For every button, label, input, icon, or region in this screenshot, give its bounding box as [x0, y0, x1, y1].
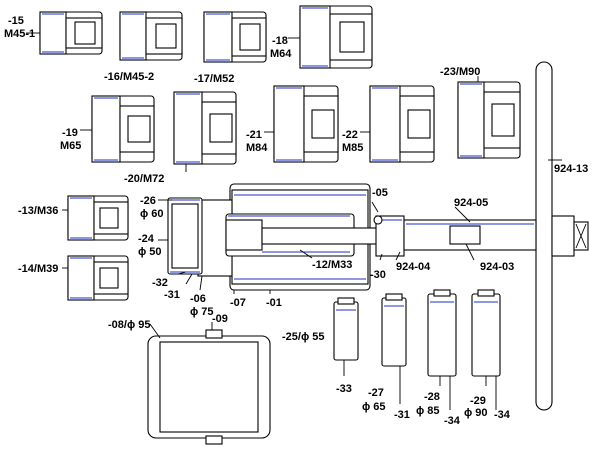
label-21-thread: M84: [246, 142, 268, 154]
label-29: -29: [470, 395, 486, 407]
label-24-diameter: ϕ 50: [138, 246, 162, 258]
label-17: -17/M52: [194, 73, 234, 85]
label-01: -01: [266, 297, 282, 309]
label-25: -25/ϕ 55: [282, 331, 325, 343]
label-33: -33: [336, 383, 352, 395]
label-15-thread: M45-1: [4, 28, 35, 40]
label-22: -22: [342, 129, 358, 141]
label-924-05: 924-05: [454, 197, 488, 209]
label-15: -15: [8, 15, 24, 27]
label-20: -20/M72: [124, 173, 164, 185]
label-28: -28: [424, 391, 440, 403]
part-17-adapter: [203, 11, 267, 63]
label-26-diameter: ϕ 60: [140, 208, 164, 220]
label-14: -14/M39: [18, 263, 58, 275]
part-19-adapter: [80, 95, 155, 163]
label-19-thread: M65: [60, 140, 81, 152]
label-13: -13/M36: [18, 205, 58, 217]
label-31-lower: -31: [394, 409, 410, 421]
part-23-adapter: [457, 76, 521, 159]
main-puller-assembly: [158, 183, 589, 294]
label-08: -08/ϕ 95: [108, 319, 151, 331]
label-27: -27: [368, 387, 384, 399]
part-28-sleeve: [427, 289, 457, 410]
label-28-diameter: ϕ 85: [416, 405, 440, 417]
label-924-04: 924-04: [396, 261, 431, 273]
part-21-adapter: [264, 85, 339, 163]
label-18-thread: M64: [270, 48, 292, 60]
part-16-adapter: [119, 11, 183, 61]
label-07: -07: [230, 297, 246, 309]
label-21: -21: [246, 129, 262, 141]
part-14-adapter: [62, 255, 129, 301]
label-32: -32: [152, 277, 168, 289]
part-22-adapter: [360, 85, 435, 163]
part-18-adapter: [288, 5, 373, 69]
part-27-sleeve: [381, 293, 407, 404]
part-15-adapter: [26, 11, 103, 55]
part-08-plate: [147, 322, 271, 445]
label-924-13: 924-13: [554, 163, 588, 175]
label-06-diameter: ϕ 75: [190, 306, 214, 318]
label-34-right: -34: [494, 409, 511, 421]
label-06: -06: [190, 293, 206, 305]
label-22-thread: M85: [342, 142, 363, 154]
label-29-diameter: ϕ 90: [464, 407, 488, 419]
label-26: -26: [140, 195, 156, 207]
label-24: -24: [138, 233, 155, 245]
label-16: -16/M45-2: [104, 71, 154, 83]
label-05: -05: [372, 187, 388, 199]
label-19: -19: [62, 127, 78, 139]
part-29-sleeve: [471, 289, 501, 410]
label-27-diameter: ϕ 65: [362, 401, 386, 413]
part-20-adapter: [173, 91, 237, 172]
part-924-03-collar: [449, 225, 481, 245]
part-30-washer: [373, 215, 383, 225]
label-09: -09: [212, 313, 228, 325]
part-25-sleeve: [333, 297, 359, 376]
label-18: -18: [272, 35, 288, 47]
label-31-upper: -31: [164, 289, 180, 301]
label-23: -23/M90: [440, 66, 480, 78]
part-13-adapter: [62, 195, 129, 241]
label-12: -12/M33: [312, 259, 352, 271]
label-34-left: -34: [444, 415, 461, 427]
label-924-03: 924-03: [480, 261, 514, 273]
label-30: -30: [370, 269, 386, 281]
